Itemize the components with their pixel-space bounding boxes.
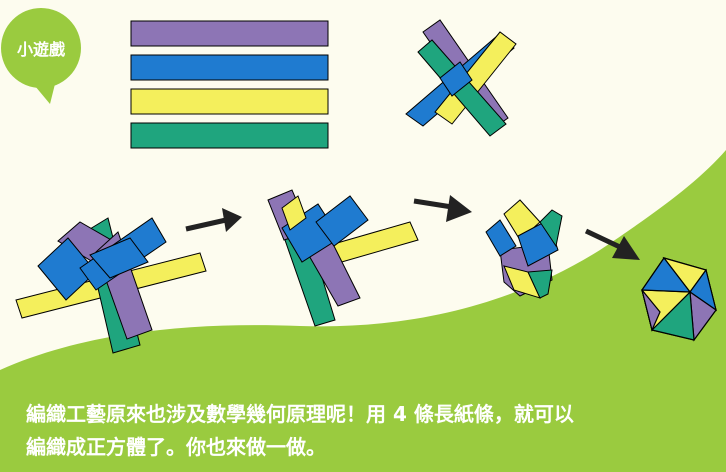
purple-strip xyxy=(130,20,329,47)
blue-strip xyxy=(130,54,329,81)
caption: 編織工藝原來也涉及數學幾何原理呢！用 4 條長紙條，就可以 編織成正方體了。你也… xyxy=(26,398,716,464)
green-strip xyxy=(130,122,329,149)
crossed-strips xyxy=(405,19,517,137)
weaving-step-2 xyxy=(267,189,419,327)
caption-line-1: 編織工藝原來也涉及數學幾何原理呢！用 4 條長紙條，就可以 xyxy=(26,402,574,426)
paper-strips xyxy=(130,20,329,149)
arrow-right-icon xyxy=(413,195,472,222)
arrow-right-icon xyxy=(584,228,640,260)
badge-label: 小遊戲 xyxy=(16,40,65,59)
speech-bubble-icon xyxy=(1,8,81,104)
weaving-step-1 xyxy=(15,217,207,354)
arrow-right-icon xyxy=(185,208,242,232)
cube-icon xyxy=(640,256,717,342)
grass-hill xyxy=(0,150,726,472)
weaving-step-3 xyxy=(485,199,563,299)
caption-line-2: 編織成正方體了。你也來做一做。 xyxy=(26,435,326,459)
yellow-strip xyxy=(130,88,329,115)
